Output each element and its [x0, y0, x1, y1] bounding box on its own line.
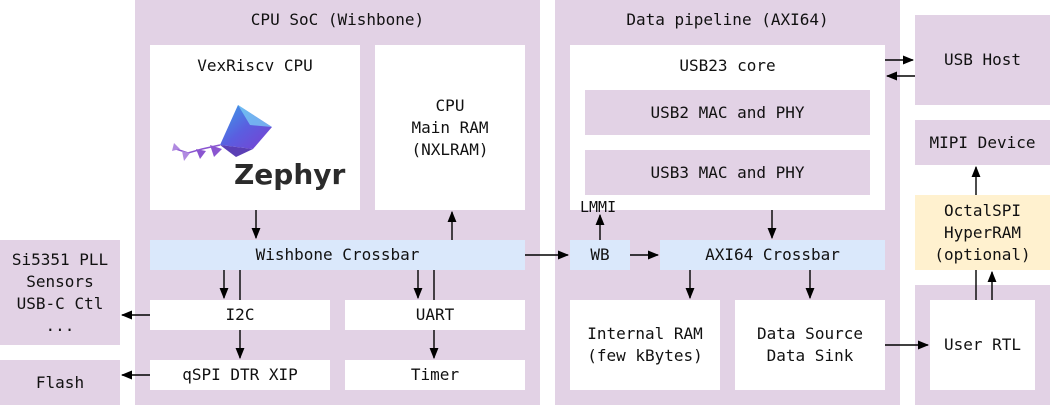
usb-host-box: USB Host: [915, 15, 1050, 105]
flash-box: Flash: [0, 360, 120, 405]
i2c-block: I2C: [150, 300, 330, 330]
data-source-sink-label: Data Source Data Sink: [757, 324, 863, 365]
user-rtl-label: User RTL: [943, 335, 1022, 354]
usb3-block: USB3 MAC and PHY: [585, 150, 870, 195]
i2c-label: I2C: [225, 305, 255, 324]
data-source-sink-block: Data Source Data Sink: [735, 300, 885, 390]
si5351-label: Si5351 PLL Sensors USB-C Ctl ...: [11, 249, 109, 335]
cpu-label: VexRiscv CPU: [197, 56, 313, 75]
wb-bridge: WB: [570, 240, 630, 270]
uart-label: UART: [415, 305, 455, 324]
lmmi-label: LMMI: [580, 198, 617, 216]
cpu-block: VexRiscv CPU Zephyr: [150, 45, 360, 210]
axi64-crossbar-label: AXI64 Crossbar: [705, 245, 840, 264]
flash-label: Flash: [35, 372, 85, 392]
usb2-label: USB2 MAC and PHY: [650, 102, 805, 122]
zephyr-logo-text: Zephyr: [234, 158, 346, 191]
octalspi-hyperram-box: OctalSPI HyperRAM (optional): [915, 195, 1050, 270]
qspi-block: qSPI DTR XIP: [150, 360, 330, 390]
mipi-device-box: MIPI Device: [915, 120, 1050, 165]
axi64-crossbar: AXI64 Crossbar: [660, 240, 885, 270]
usb2-block: USB2 MAC and PHY: [585, 90, 870, 135]
data-pipeline-title: Data pipeline (AXI64): [626, 10, 829, 29]
zephyr-kite-icon: [172, 105, 272, 161]
si5351-sensors-box: Si5351 PLL Sensors USB-C Ctl ...: [0, 240, 120, 345]
usb3-label: USB3 MAC and PHY: [650, 162, 805, 182]
timer-block: Timer: [345, 360, 525, 390]
user-rtl-block: User RTL: [930, 300, 1035, 390]
usb-host-label: USB Host: [943, 50, 1022, 69]
octalspi-label: OctalSPI HyperRAM (optional): [934, 200, 1031, 264]
mipi-device-label: MIPI Device: [929, 132, 1036, 152]
internal-ram-block: Internal RAM (few kBytes): [570, 300, 720, 390]
internal-ram-label: Internal RAM (few kBytes): [587, 324, 703, 365]
wishbone-crossbar: Wishbone Crossbar: [150, 240, 525, 270]
main-ram-label: CPU Main RAM (NXLRAM): [411, 95, 489, 159]
main-ram-block: CPU Main RAM (NXLRAM): [375, 45, 525, 210]
timer-label: Timer: [410, 365, 460, 384]
wishbone-crossbar-label: Wishbone Crossbar: [255, 245, 420, 264]
wb-label: WB: [590, 245, 610, 264]
usb-core-label: USB23 core: [679, 56, 776, 75]
uart-block: UART: [345, 300, 525, 330]
qspi-label: qSPI DTR XIP: [182, 365, 298, 384]
cpu-soc-title: CPU SoC (Wishbone): [250, 10, 425, 29]
